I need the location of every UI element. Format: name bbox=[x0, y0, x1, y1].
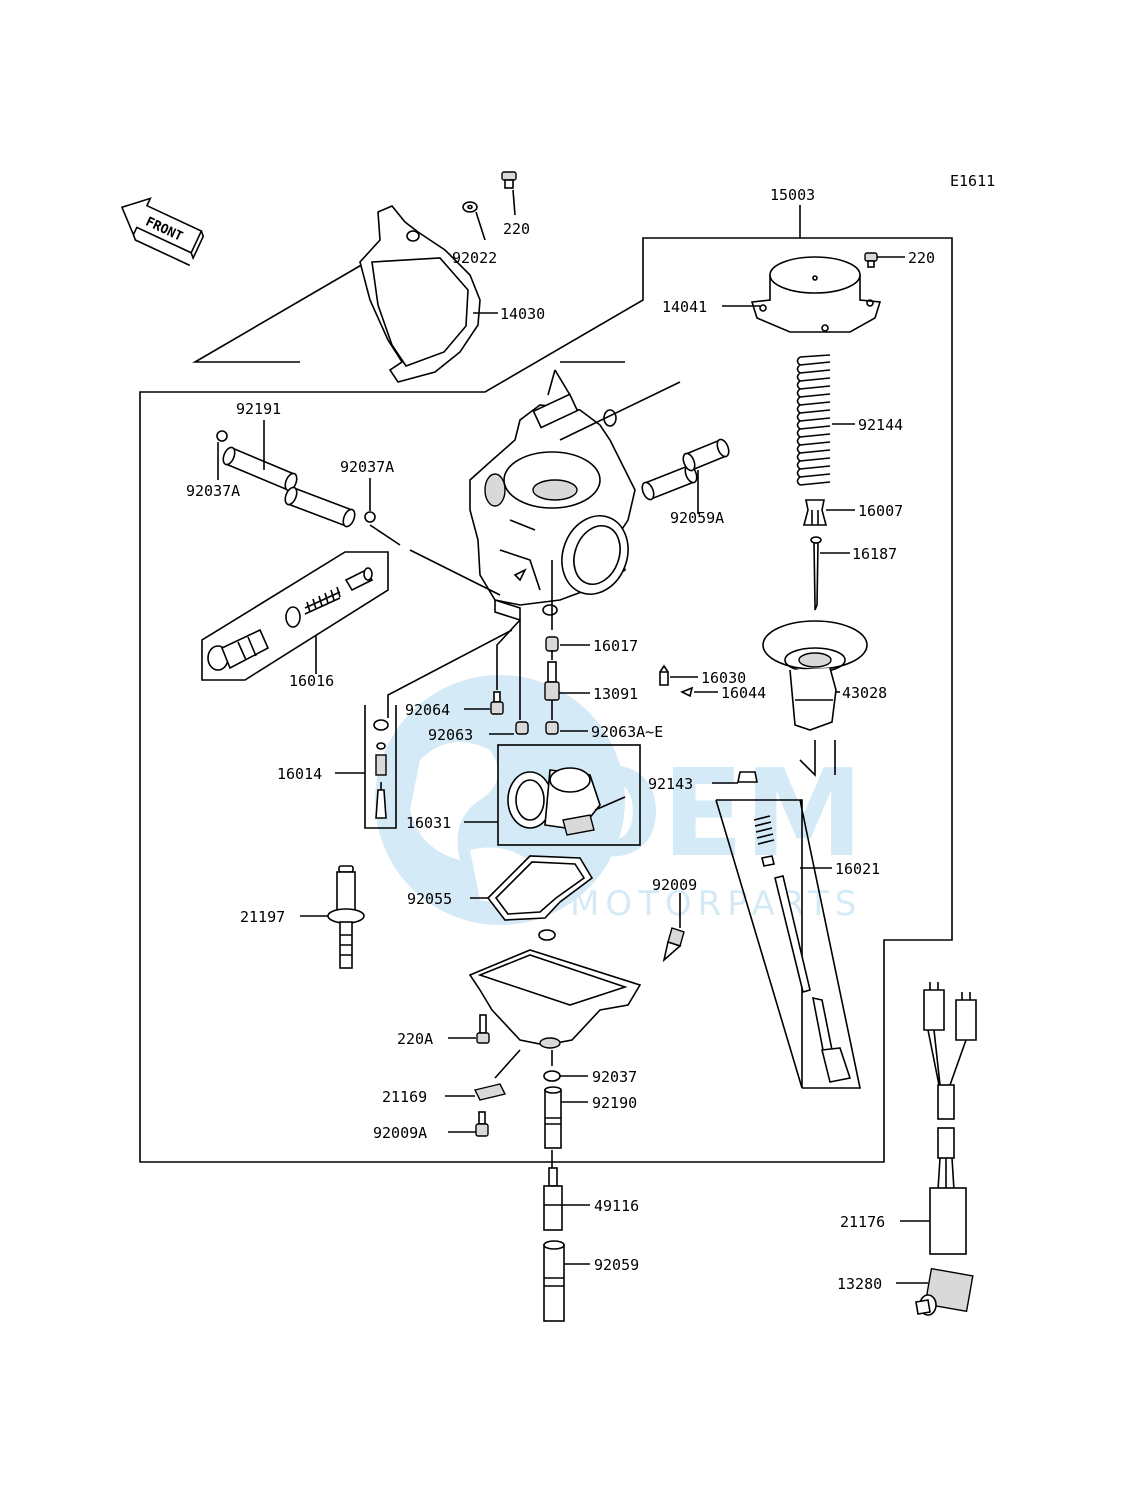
label-92055: 92055 bbox=[407, 890, 452, 908]
screw-220A-icon bbox=[476, 1014, 490, 1044]
label-92064: 92064 bbox=[405, 701, 450, 719]
carburetor-body-icon bbox=[469, 393, 636, 622]
assembly-outline-15003 bbox=[139, 237, 953, 1163]
part-labels: 220 92022 14030 15003 220 14041 92144 16… bbox=[186, 186, 935, 1293]
throttle-16031-icon bbox=[507, 767, 626, 836]
cover-14030-icon bbox=[359, 205, 481, 383]
label-16044: 16044 bbox=[721, 684, 766, 702]
screw-220-icon bbox=[501, 171, 517, 189]
throttle-group-outline bbox=[497, 744, 641, 846]
label-16016: 16016 bbox=[289, 672, 334, 690]
gasket-92055-icon bbox=[486, 855, 594, 921]
guide-lines bbox=[369, 369, 681, 720]
jet-needle-16187-icon bbox=[810, 536, 822, 611]
label-16007: 16007 bbox=[858, 502, 903, 520]
jet-92063-icon bbox=[515, 721, 529, 735]
label-15003: 15003 bbox=[770, 186, 815, 204]
hose-92059A-icon bbox=[641, 438, 730, 501]
label-16187: 16187 bbox=[852, 545, 897, 563]
label-92190: 92190 bbox=[592, 1094, 637, 1112]
label-14041: 14041 bbox=[662, 298, 707, 316]
label-16017: 16017 bbox=[593, 637, 638, 655]
label-16031: 16031 bbox=[406, 814, 451, 832]
label-220-top: 220 bbox=[503, 220, 530, 238]
float-valve-group-outline bbox=[364, 705, 397, 829]
cap-92143-icon bbox=[737, 771, 758, 783]
leader-lines bbox=[217, 189, 930, 1284]
pilot-screw-16021-icon bbox=[753, 815, 852, 1083]
watermark-brand: OEM bbox=[560, 745, 863, 884]
diaphragm-slide-43028-icon bbox=[762, 620, 868, 731]
label-220-right: 220 bbox=[908, 249, 935, 267]
diagram-code: E1611 bbox=[950, 172, 995, 190]
jet-92064-icon bbox=[490, 691, 504, 715]
starter-group-outline bbox=[201, 551, 389, 681]
label-92059: 92059 bbox=[594, 1256, 639, 1274]
label-21176: 21176 bbox=[840, 1213, 885, 1231]
label-92022: 92022 bbox=[452, 249, 497, 267]
washer-92022-icon bbox=[462, 201, 478, 213]
label-92144: 92144 bbox=[858, 416, 903, 434]
hose-92190-icon bbox=[544, 1086, 562, 1149]
hose-92059-icon bbox=[543, 1240, 565, 1322]
label-220A: 220A bbox=[397, 1030, 433, 1048]
top-cap-14041-icon bbox=[750, 256, 882, 333]
clip-92037A-right-icon bbox=[364, 511, 376, 523]
label-43028: 43028 bbox=[842, 684, 887, 702]
wiring-21176-icon bbox=[923, 982, 977, 1255]
part-16044-icon bbox=[680, 686, 694, 698]
watermark-sub: MOTORPARTS bbox=[570, 884, 862, 924]
label-21197: 21197 bbox=[240, 908, 285, 926]
front-arrow-icon: FRONT bbox=[120, 197, 205, 267]
jet-92063AE-icon bbox=[545, 721, 559, 735]
label-92009A: 92009A bbox=[373, 1124, 427, 1142]
label-13280: 13280 bbox=[837, 1275, 882, 1293]
plate-21169-icon bbox=[473, 1083, 507, 1101]
fitting-21197-icon bbox=[327, 865, 365, 969]
label-92037: 92037 bbox=[592, 1068, 637, 1086]
clip-92037-icon bbox=[543, 1070, 561, 1082]
float-valve-16014-icon bbox=[373, 719, 389, 819]
cover-group-outline bbox=[192, 259, 625, 363]
label-92037A-left: 92037A bbox=[186, 482, 240, 500]
clip-92037A-left-icon bbox=[216, 430, 228, 442]
screw-220-right-icon bbox=[864, 252, 878, 268]
float-bowl-icon bbox=[468, 929, 642, 1049]
label-16014: 16014 bbox=[277, 765, 322, 783]
starter-plunger-16016-icon bbox=[207, 567, 374, 671]
watermark: OEM MOTORPARTS bbox=[375, 675, 863, 925]
label-16021: 16021 bbox=[835, 860, 880, 878]
label-21169: 21169 bbox=[382, 1088, 427, 1106]
label-92191: 92191 bbox=[236, 400, 281, 418]
label-49116: 49116 bbox=[594, 1197, 639, 1215]
fitting-49116-icon bbox=[543, 1167, 563, 1231]
label-92063: 92063 bbox=[428, 726, 473, 744]
label-92037A-right: 92037A bbox=[340, 458, 394, 476]
label-92059A: 92059A bbox=[670, 509, 724, 527]
part-13280-icon bbox=[915, 1267, 974, 1316]
screw-92009-icon bbox=[662, 927, 685, 963]
label-92063AE: 92063A~E bbox=[591, 723, 663, 741]
label-92143: 92143 bbox=[648, 775, 693, 793]
label-92009: 92009 bbox=[652, 876, 697, 894]
label-13091: 13091 bbox=[593, 685, 638, 703]
pilot-screw-group-outline bbox=[715, 799, 861, 1089]
needle-jet-13091-icon bbox=[544, 661, 560, 701]
label-14030: 14030 bbox=[500, 305, 545, 323]
hose-92191-icon bbox=[222, 446, 356, 528]
part-16030-icon bbox=[659, 664, 669, 686]
spring-92144-icon bbox=[796, 354, 831, 486]
retainer-16007-icon bbox=[802, 499, 828, 526]
screw-92009A-icon bbox=[475, 1111, 489, 1137]
label-16030: 16030 bbox=[701, 669, 746, 687]
jet-16017-icon bbox=[545, 636, 559, 652]
